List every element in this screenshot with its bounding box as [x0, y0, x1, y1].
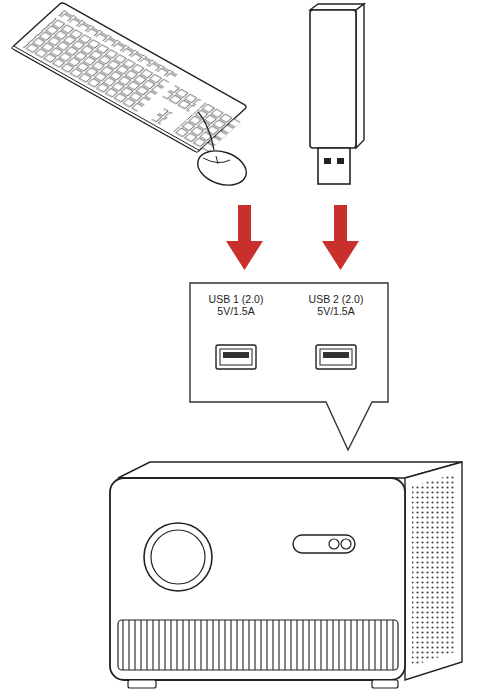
usb-port — [316, 345, 356, 369]
projector — [110, 462, 462, 688]
port-rating: 5V/1.5A — [317, 305, 354, 317]
port-label: USB 1 (2.0) — [209, 293, 264, 305]
mouse — [193, 112, 250, 191]
port-label: USB 2 (2.0) — [309, 293, 364, 305]
port-rating: 5V/1.5A — [217, 305, 254, 317]
insert-arrow — [226, 205, 263, 270]
insert-arrow — [322, 205, 359, 270]
keyboard — [11, 2, 254, 156]
callout-box — [190, 283, 388, 450]
usb-stick — [310, 4, 364, 184]
usb-port — [216, 345, 256, 369]
